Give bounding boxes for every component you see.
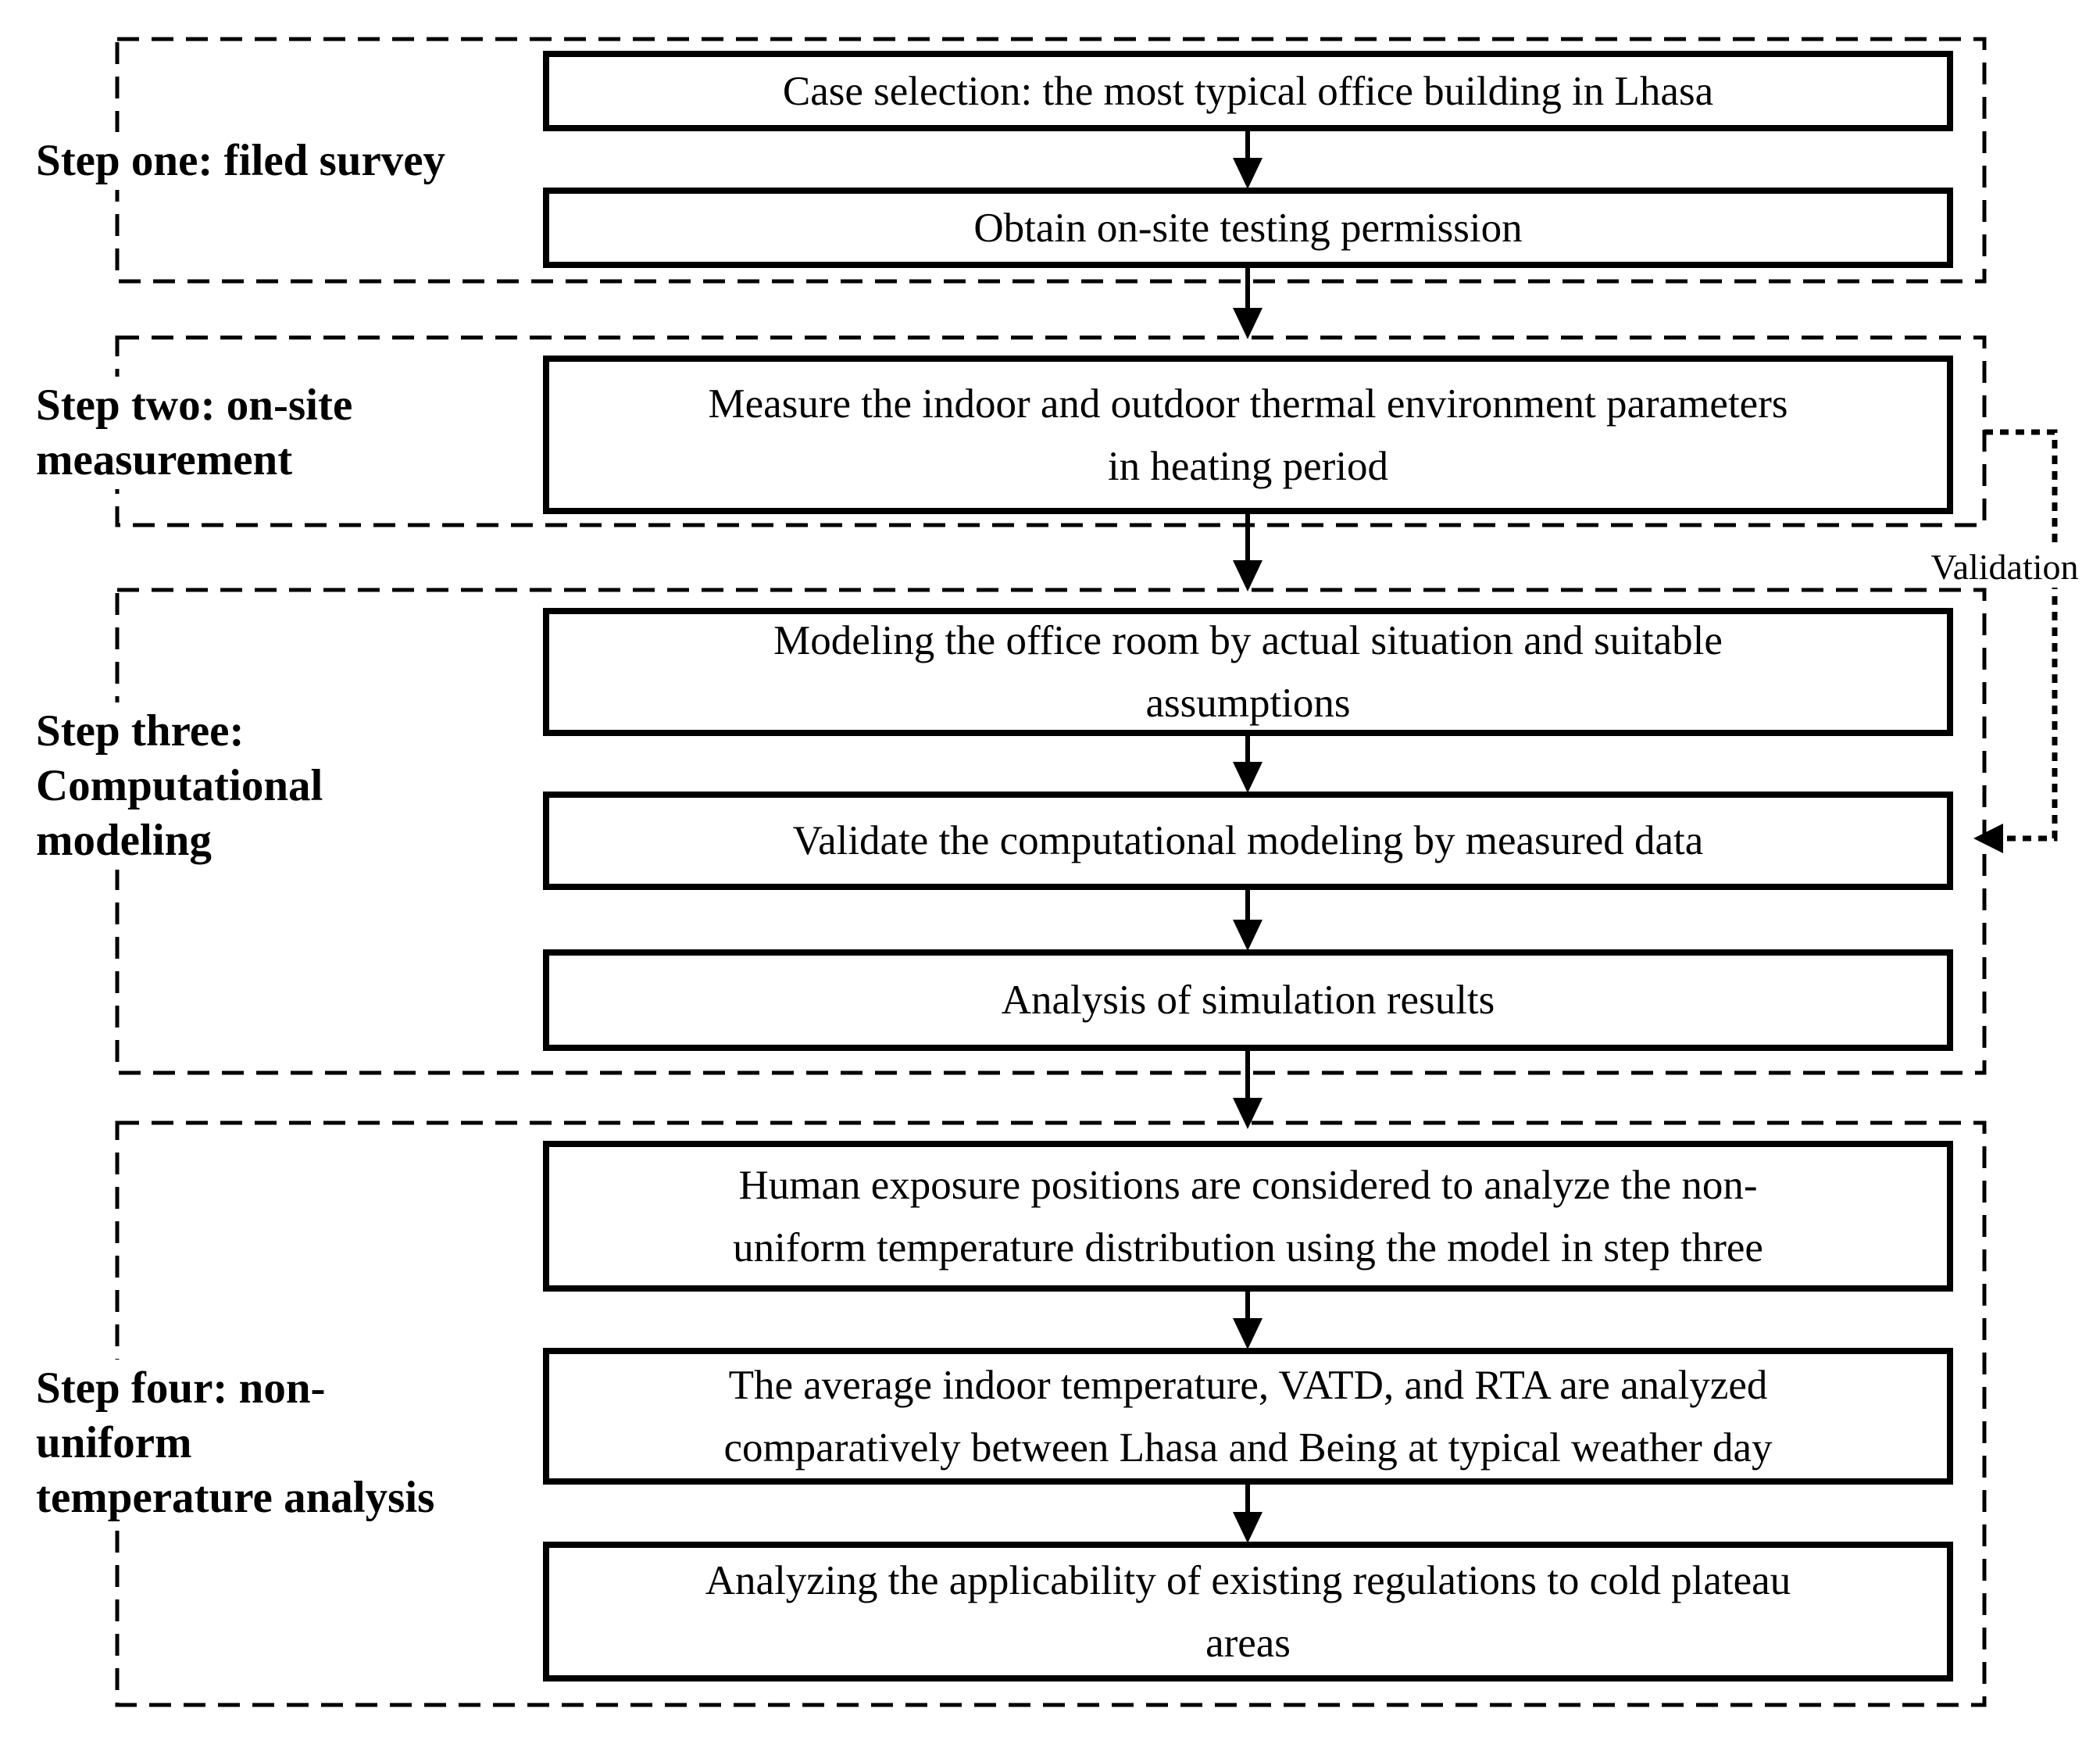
step-one-label: Step one: filed survey	[36, 132, 454, 190]
arrow-modeling-to-validate	[1233, 736, 1262, 793]
text-line: Analyzing the applicability of existing …	[705, 1557, 1791, 1603]
text-line: Step two: on-site	[36, 381, 353, 430]
arrow-exposure-to-average	[1233, 1292, 1262, 1349]
box-measure-parameters: Measure the indoor and outdoor thermal e…	[543, 356, 1953, 514]
text-line: Case selection: the most typical office …	[782, 68, 1714, 114]
text-line: uniform	[36, 1418, 192, 1467]
arrow-step1-to-step2	[1233, 268, 1262, 339]
step-three-label: Step three: Computational modeling	[36, 702, 331, 870]
arrow-case-to-permission	[1233, 131, 1262, 189]
box-validate-modeling: Validate the computational modeling by m…	[543, 792, 1953, 890]
box-average-comparison: The average indoor temperature, VATD, an…	[543, 1348, 1953, 1485]
text-line: Human exposure positions are considered …	[738, 1162, 1758, 1208]
text-line: comparatively between Lhasa and Being at…	[723, 1424, 1773, 1471]
text-line: modeling	[36, 816, 212, 865]
text-line: temperature analysis	[36, 1473, 435, 1522]
text-line: Step one: filed survey	[36, 136, 446, 185]
text-line: measurement	[36, 435, 293, 484]
text-line: Computational	[36, 761, 323, 810]
text-line: Step four: non-	[36, 1363, 326, 1413]
text-line: The average indoor temperature, VATD, an…	[728, 1362, 1768, 1408]
text-line: in heating period	[1107, 443, 1389, 489]
text-line: Obtain on-site testing permission	[973, 205, 1523, 251]
validation-connector	[1973, 429, 2058, 853]
box-analysis-results: Analysis of simulation results	[543, 949, 1953, 1051]
text-line: Analysis of simulation results	[1001, 977, 1495, 1023]
text-line: Modeling the office room by actual situa…	[773, 618, 1723, 663]
arrow-average-to-applicability	[1233, 1485, 1262, 1543]
text-line: Validate the computational modeling by m…	[792, 818, 1704, 863]
box-modeling-room: Modeling the office room by actual situa…	[543, 608, 1953, 736]
text-line: Measure the indoor and outdoor thermal e…	[708, 381, 1788, 427]
box-human-exposure: Human exposure positions are considered …	[543, 1141, 1953, 1292]
arrow-step2-to-step3	[1233, 514, 1262, 591]
validation-arrowhead	[1973, 824, 2003, 853]
arrow-validate-to-analysis	[1233, 889, 1262, 951]
arrow-step3-to-step4	[1233, 1051, 1262, 1129]
text-line: Step three:	[36, 706, 245, 756]
validation-label: Validation	[1912, 547, 2097, 588]
text-line: assumptions	[1145, 681, 1351, 726]
box-case-selection: Case selection: the most typical office …	[543, 51, 1953, 131]
box-obtain-permission: Obtain on-site testing permission	[543, 188, 1953, 268]
step-two-label: Step two: on-site measurement	[36, 377, 361, 489]
step-four-label: Step four: non-uniform temperature analys…	[36, 1360, 443, 1527]
step-three-container-border	[115, 588, 1987, 1075]
text-line: uniform temperature distribution using t…	[733, 1224, 1763, 1270]
text-line: areas	[1205, 1620, 1291, 1666]
box-regulations-applicability: Analyzing the applicability of existing …	[543, 1542, 1953, 1681]
